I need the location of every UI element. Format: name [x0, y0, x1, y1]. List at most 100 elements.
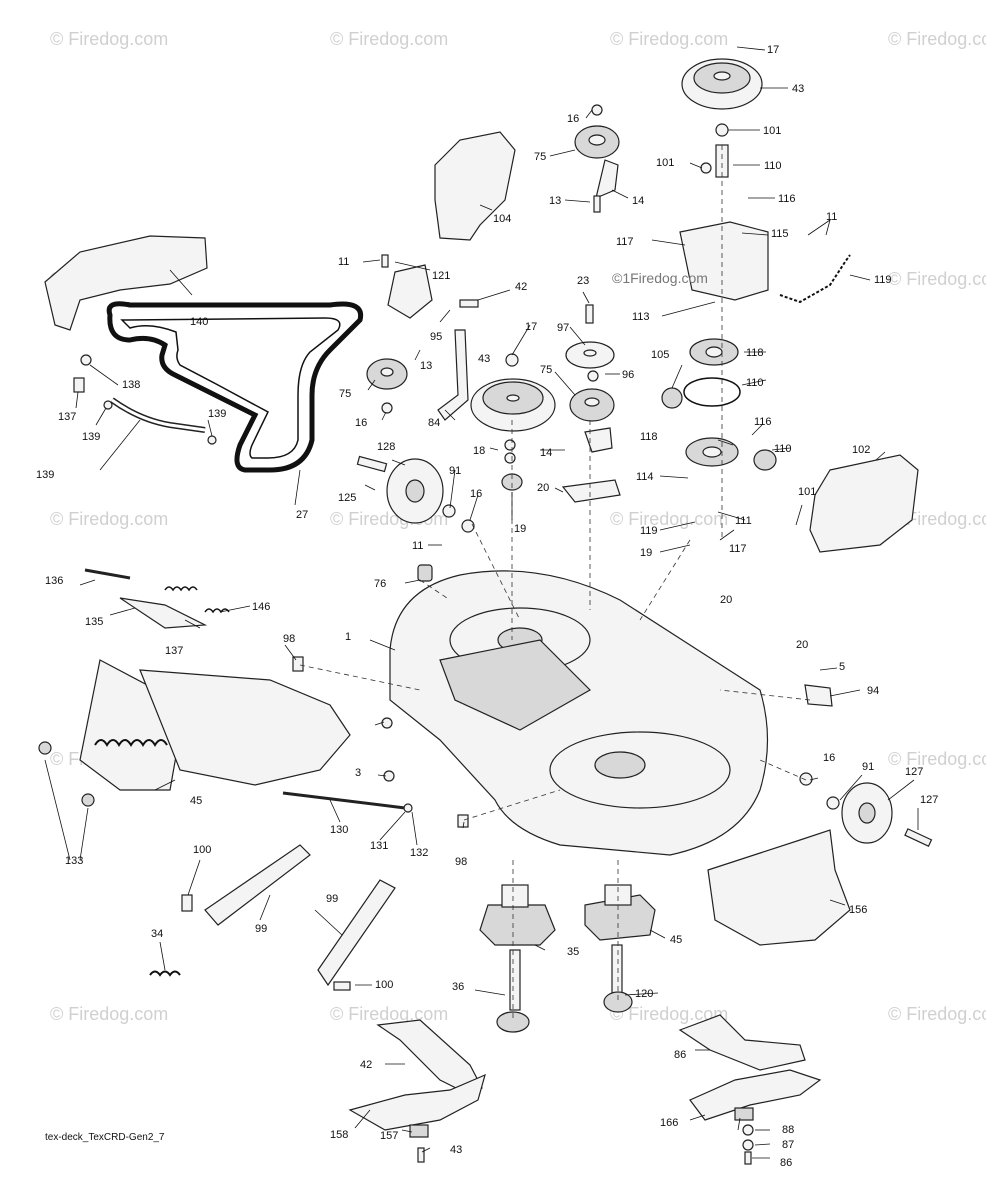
- callout-label: 140: [190, 316, 208, 328]
- callout-labels: 17 43 101 16 75 101 110 116 14 13 104 11…: [36, 44, 938, 1169]
- rod-part: [84, 568, 131, 580]
- chain-part: [779, 254, 851, 304]
- callout-label: 127: [905, 766, 923, 778]
- callout-label: 27: [296, 509, 308, 521]
- callout-label: 115: [771, 228, 789, 240]
- callout-label: 119: [640, 525, 658, 537]
- callout-label: 11: [826, 211, 837, 223]
- ring-part: [683, 377, 741, 407]
- parts-layer: [38, 58, 933, 1165]
- nut-part: [381, 717, 393, 729]
- spindle-pulley-part: [496, 1011, 530, 1033]
- watermark: © Firedog.com: [888, 1004, 986, 1024]
- callout-label: 84: [428, 417, 440, 429]
- callout-label: 75: [339, 388, 351, 400]
- leader-lines: [44, 46, 919, 1159]
- assembly-line: [463, 789, 561, 821]
- callout-label: 105: [651, 349, 669, 361]
- bracket-part: [804, 684, 833, 707]
- callout-label: 100: [193, 844, 211, 856]
- callout-label: 20: [720, 594, 732, 606]
- gear-part: [753, 449, 777, 471]
- callout-label: 91: [449, 465, 461, 477]
- overlay-watermark: ©1Firedog.com: [612, 270, 708, 286]
- spindle-housing-part: [584, 894, 656, 941]
- callout-label: 128: [377, 441, 395, 453]
- callout-label: 3: [355, 767, 361, 779]
- gear-part: [661, 387, 683, 409]
- callout-label: 101: [798, 486, 816, 498]
- elbow-part: [80, 354, 92, 366]
- axle-bolt-part: [904, 828, 933, 848]
- callout-label: 36: [452, 981, 464, 993]
- callout-label: 99: [326, 893, 338, 905]
- callout-label: 101: [763, 125, 781, 137]
- callout-label: 102: [852, 444, 870, 456]
- axle-bolt-part: [356, 455, 388, 473]
- callout-label: 16: [470, 488, 482, 500]
- hose-part: [110, 397, 206, 433]
- callout-label: 131: [370, 840, 388, 852]
- callout-label: 139: [36, 469, 54, 481]
- gauge-wheel-hub: [858, 802, 876, 824]
- deck-dome-right-hub: [594, 751, 646, 779]
- callout-label: 43: [792, 83, 804, 95]
- idler-arm-part: [437, 329, 469, 421]
- mount-bracket-part: [561, 479, 621, 503]
- callout-label: 14: [540, 447, 552, 459]
- callout-label: 43: [450, 1144, 462, 1156]
- drive-pulley-hub: [506, 394, 520, 402]
- idler-pulley-hub: [588, 134, 606, 146]
- washer-part: [742, 1124, 754, 1136]
- callout-label: 96: [622, 369, 634, 381]
- bolt-part: [744, 1151, 752, 1165]
- wing-nut-part: [38, 741, 52, 755]
- mower-blade-part: [348, 1073, 486, 1131]
- washer-part: [504, 439, 516, 451]
- watermark: © Firedog.com: [50, 29, 168, 49]
- watermark: © Firedog.com: [610, 1004, 728, 1024]
- assembly-line: [639, 539, 691, 621]
- nut-part: [591, 104, 603, 116]
- callout-label: 127: [920, 794, 938, 806]
- callout-label: 98: [283, 633, 295, 645]
- bolt-part: [593, 195, 601, 213]
- watermark: © Firedog.com: [330, 1004, 448, 1024]
- washer-part: [742, 1139, 754, 1151]
- pulley-hub: [713, 71, 731, 81]
- watermark: © Firedog.com: [888, 269, 986, 289]
- gear-hub: [705, 346, 723, 358]
- gear-hub: [702, 446, 722, 458]
- assembly-line: [759, 759, 807, 781]
- washer-part: [826, 796, 840, 810]
- bolt-part: [381, 254, 389, 268]
- callout-label: 11: [412, 540, 423, 552]
- drive-belt-inner: [120, 317, 341, 459]
- callout-label: 139: [208, 408, 226, 420]
- callout-label: 132: [410, 847, 428, 859]
- idler-pulley-hub: [584, 397, 600, 407]
- bolt-part: [292, 656, 304, 672]
- mower-blade-part: [678, 1014, 806, 1071]
- callout-label: 110: [764, 160, 782, 172]
- callout-label: 75: [540, 364, 552, 376]
- callout-label: 117: [729, 543, 747, 555]
- callout-label: 86: [780, 1157, 792, 1169]
- nut-part: [799, 772, 813, 786]
- gear-cover-part: [809, 454, 919, 553]
- callout-label: 136: [45, 575, 63, 587]
- callout-label: 110: [774, 443, 792, 455]
- callout-label: 17: [767, 44, 779, 56]
- bolt-part: [459, 299, 479, 308]
- callout-label: 43: [478, 353, 490, 365]
- deck-shield-part: [707, 829, 851, 946]
- callout-label: 117: [616, 236, 634, 248]
- callout-label: 20: [537, 482, 549, 494]
- callout-label: 86: [674, 1049, 686, 1061]
- callout-label: 125: [338, 492, 356, 504]
- bolt-part: [457, 814, 469, 828]
- callout-label: 18: [473, 445, 485, 457]
- spring-part: [164, 586, 198, 592]
- callout-label: 97: [557, 322, 569, 334]
